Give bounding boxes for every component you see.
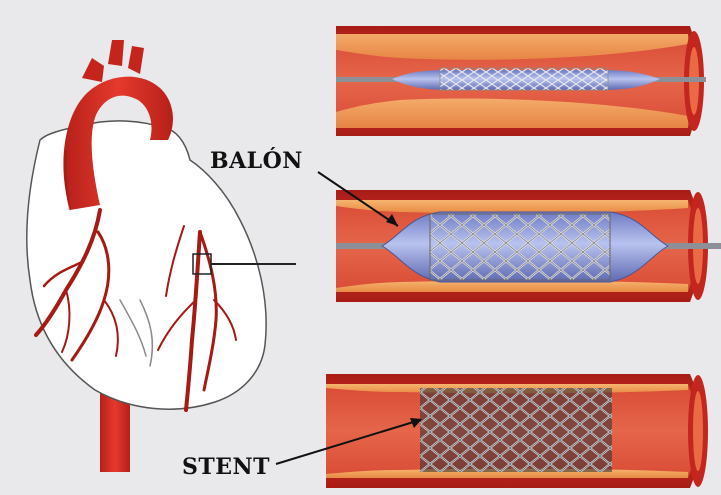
- balloon-label: BALÓN: [210, 147, 303, 174]
- stent-label: STENT: [182, 454, 270, 480]
- heart-illustration: [27, 40, 296, 472]
- artery-section-2: [336, 190, 721, 302]
- artery-section-1: [336, 26, 706, 136]
- deployed-stent-mesh: [420, 388, 612, 472]
- expanded-stent: [430, 214, 610, 280]
- collapsed-stent: [440, 68, 608, 90]
- great-vessels: [82, 40, 144, 82]
